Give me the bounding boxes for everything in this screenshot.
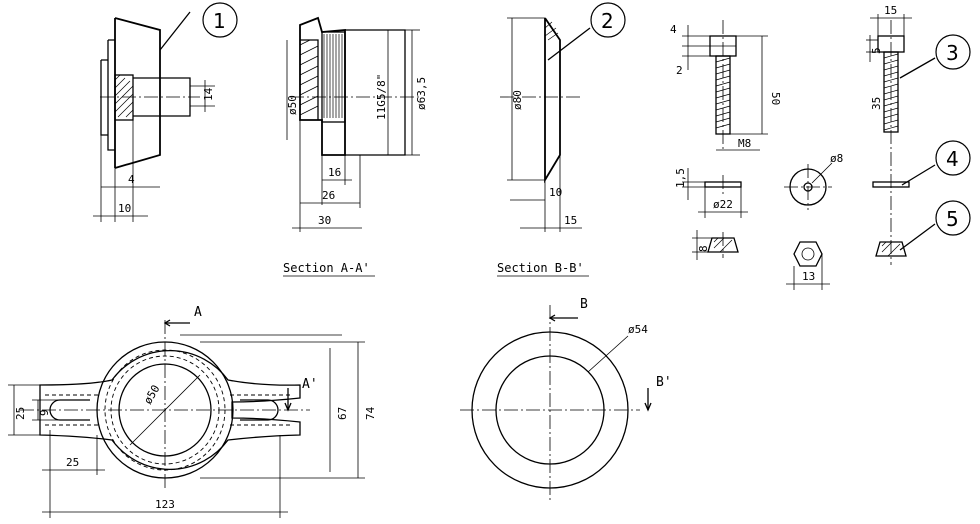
- dim-m8: M8: [738, 137, 751, 150]
- dim-35-assy: 35: [870, 97, 883, 110]
- svg-text:2: 2: [601, 9, 614, 33]
- dim-26: 26: [322, 189, 335, 202]
- section-aa-view: ø50 11G5/8" ø63,5 16 26 30: [286, 16, 428, 232]
- dim-dia50: ø50: [286, 95, 299, 115]
- dim-67: 67: [336, 407, 349, 420]
- dim-dia63: ø63,5: [415, 77, 428, 110]
- plan-view: ø50 25 9 25 123 67 74 A A': [8, 305, 377, 518]
- dim-123: 123: [155, 498, 175, 511]
- dim-74: 74: [364, 406, 377, 420]
- svg-text:3: 3: [946, 41, 959, 65]
- balloon-2: 2: [590, 2, 626, 38]
- dim-16: 16: [328, 166, 341, 179]
- dim-10-bb: 10: [549, 186, 562, 199]
- dim-9: 9: [38, 409, 51, 416]
- dim-dia54: ø54: [628, 323, 648, 336]
- washer-top-view: ø8: [784, 152, 843, 210]
- dim-5-assy: 5: [870, 47, 883, 54]
- dim-dia50-plan: ø50: [141, 383, 162, 407]
- bolt-view: 4 2 50 M8: [670, 20, 782, 151]
- section-bb-title: Section B-B': [497, 261, 584, 275]
- dim-25-bottom: 25: [66, 456, 79, 469]
- dim-25-left: 25: [14, 407, 27, 420]
- dim-15-washer: 1,5: [674, 168, 687, 188]
- svg-text:4: 4: [946, 147, 959, 171]
- dim-dia8: ø8: [830, 152, 843, 165]
- cut-label-b-prime: B': [656, 375, 672, 390]
- dim-dia22: ø22: [713, 198, 733, 211]
- dim-10: 10: [118, 202, 131, 215]
- dim-50-bolt: 50: [769, 92, 782, 105]
- part-1-side-view: 14 4 10: [93, 11, 215, 222]
- dim-14: 14: [202, 87, 215, 101]
- nut-top-view: 13: [786, 241, 830, 290]
- cut-label-b: B: [580, 297, 588, 312]
- balloon-5: 5: [935, 200, 971, 236]
- dim-4-bolt: 4: [670, 23, 677, 36]
- dim-thread: 11G5/8": [375, 74, 388, 120]
- dim-2-bolt: 2: [676, 64, 683, 77]
- section-bb-view: ø80 10 15: [500, 17, 591, 232]
- dim-15-assy: 15: [884, 4, 897, 17]
- section-aa-title: Section A-A': [283, 261, 370, 275]
- dim-8-nut: 8: [697, 245, 710, 252]
- assembly-stack-view: 15 5 35: [866, 4, 936, 265]
- cut-label-a: A: [194, 305, 202, 320]
- ring-plan-view: ø54 B B': [460, 297, 672, 500]
- dim-4: 4: [128, 173, 135, 186]
- dim-13-nut: 13: [802, 270, 815, 283]
- svg-text:1: 1: [213, 9, 226, 33]
- cut-label-a-prime: A': [302, 377, 318, 392]
- washer-side-view: 1,5 ø22: [674, 168, 748, 218]
- balloon-4: 4: [935, 140, 971, 176]
- dim-dia80: ø80: [511, 90, 524, 110]
- dim-15-bb: 15: [564, 214, 577, 227]
- balloon-3: 3: [935, 34, 971, 70]
- dim-30: 30: [318, 214, 331, 227]
- nut-side-view: 8: [692, 230, 739, 260]
- balloon-1: 1: [202, 2, 238, 38]
- svg-text:5: 5: [946, 207, 959, 231]
